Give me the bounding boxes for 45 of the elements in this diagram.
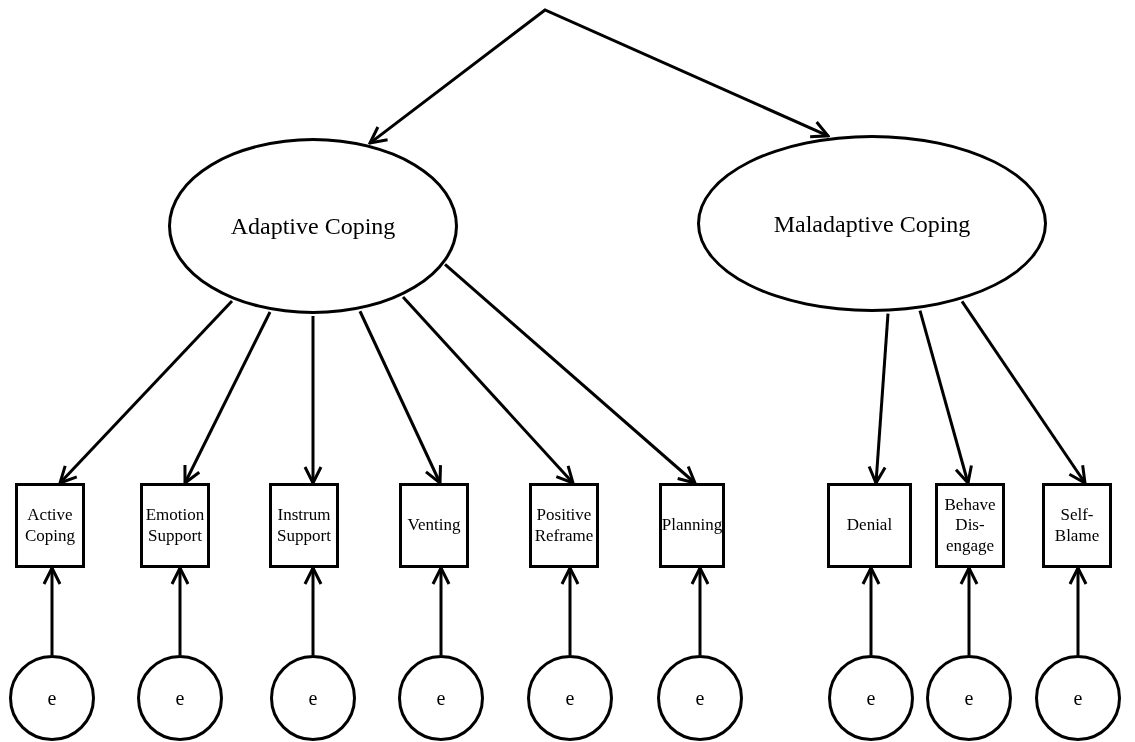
arrow (431, 566, 451, 655)
node-label: Active Coping (23, 505, 77, 546)
node-label: Adaptive Coping (230, 212, 396, 241)
arrow (368, 8, 830, 145)
node-label: e (436, 686, 446, 711)
node-label: e (866, 686, 876, 711)
node-label: e (964, 686, 974, 711)
arrow (690, 566, 710, 655)
indicator-box (1042, 483, 1112, 568)
node-label: Self-Blame (1053, 505, 1101, 546)
node-label: e (565, 686, 575, 711)
arrow (560, 566, 580, 655)
indicator-box (140, 483, 210, 568)
arrow (42, 566, 62, 655)
node-label: e (308, 686, 318, 711)
arrow (303, 566, 323, 655)
indicator-box (659, 483, 725, 568)
indicator-box (399, 483, 469, 568)
node-label: e (47, 686, 57, 711)
node-label: Behave Dis-engage (943, 494, 997, 557)
indicator-box (529, 483, 599, 568)
arrow (861, 566, 881, 655)
node-label: Denial (846, 515, 893, 536)
arrow (1068, 566, 1088, 655)
indicator-box (935, 483, 1005, 568)
indicator-box (15, 483, 85, 568)
node-label: e (695, 686, 705, 711)
arrow (170, 566, 190, 655)
node-label: Planning (661, 515, 723, 536)
arrow (959, 566, 979, 655)
arrow (867, 313, 890, 485)
arrow (58, 299, 234, 485)
indicator-box (827, 483, 912, 568)
node-label: Venting (407, 515, 461, 536)
arrow (401, 296, 575, 485)
node-label: e (1073, 686, 1083, 711)
arrow (960, 300, 1087, 485)
indicator-box (269, 483, 339, 568)
node-label: Instrum Support (276, 505, 332, 546)
arrow (918, 310, 973, 485)
node-label: e (175, 686, 185, 711)
node-label: Positive Reframe (534, 505, 594, 546)
node-label: Emotion Support (145, 505, 205, 546)
arrow (303, 316, 323, 485)
node-label: Maladaptive Coping (773, 209, 971, 239)
